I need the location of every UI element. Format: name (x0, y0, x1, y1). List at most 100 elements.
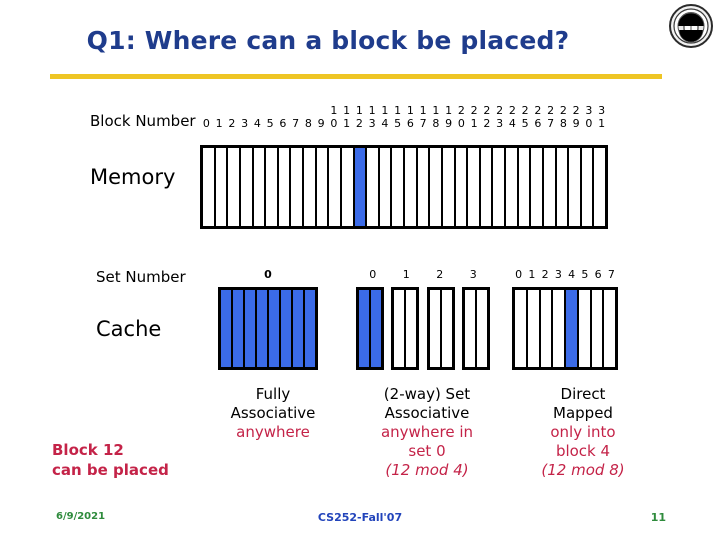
memory-block-cell (556, 148, 568, 226)
block-number-ones-digit: 5 (521, 117, 529, 130)
block-number-tens-digit: 2 (559, 104, 567, 117)
block-placement-callout: Block 12 can be placed (52, 440, 212, 480)
block-number-tens-digit: 2 (521, 104, 529, 117)
block-number-ones-digit: 1 (598, 117, 606, 130)
cache-block-cell (305, 290, 315, 367)
block-number-tens-digit (238, 104, 251, 117)
cache-set-row (356, 287, 490, 370)
memory-block-cell (493, 148, 504, 226)
block-number-ones-digit: 6 (406, 117, 414, 130)
cache-block-cell (406, 290, 417, 367)
block-number-digit: 2 (226, 104, 239, 130)
block-number-ones-digit: 8 (304, 117, 312, 130)
memory-block-cell (594, 148, 605, 226)
caption-body-line: anywhere (236, 423, 310, 441)
block-number-ones-digit: 0 (330, 117, 338, 130)
set-number-value: 6 (594, 268, 602, 281)
block-number-digit: 8 (302, 104, 315, 130)
set-number-value: 2 (436, 268, 444, 281)
cache-block-cell (604, 290, 615, 367)
memory-block-cell (581, 148, 593, 226)
block-number-ones-digit: 7 (419, 117, 427, 130)
block-number-digit: 5 (264, 104, 277, 130)
cache-block-cell (527, 290, 539, 367)
memory-block-cell (379, 148, 391, 226)
block-number-tens-digit (315, 104, 328, 117)
block-number-ones-digit: 0 (202, 117, 210, 130)
block-number-ones-digit: 2 (228, 117, 236, 130)
block-number-ones-digit: 7 (547, 117, 555, 130)
cache-block-cell (476, 290, 487, 367)
block-number-ones-digit: 5 (266, 117, 274, 130)
cache-block-cell (441, 290, 452, 367)
block-number-ones-digit: 6 (279, 117, 287, 130)
block-number-digit: 9 (315, 104, 328, 130)
memory-block-cell (543, 148, 555, 226)
set-number-label: Set Number (96, 268, 186, 286)
block-number-ones-digit: 1 (343, 117, 351, 130)
memory-block-cell (442, 148, 454, 226)
block-number-ones-digit: 2 (355, 117, 363, 130)
block-number-tens-digit: 2 (508, 104, 516, 117)
title-underline-rule (50, 74, 662, 79)
block-number-ones-digit: 8 (432, 117, 440, 130)
memory-block-cell (278, 148, 290, 226)
cache-block-cell (257, 290, 267, 367)
set-number-value: 2 (541, 268, 549, 281)
footer-page-number: 11 (650, 511, 666, 524)
block-number-tens-digit (277, 104, 290, 117)
block-number-ones-digit: 1 (470, 117, 478, 130)
cache-label: Cache (96, 317, 162, 341)
block-number-tens-digit: 1 (394, 104, 402, 117)
cache-set-row (218, 287, 318, 370)
block-number-tens-digit: 1 (381, 104, 389, 117)
cache-block-cell (553, 290, 564, 367)
memory-block-cell (341, 148, 353, 226)
memory-block-cell (569, 148, 580, 226)
cache-block-cell (293, 290, 303, 367)
block-number-ones-digit: 2 (483, 117, 491, 130)
block-number-tens-digit (289, 104, 302, 117)
memory-block-cell (392, 148, 403, 226)
block-number-ones-digit: 1 (215, 117, 223, 130)
block-number-digit: 7 (289, 104, 302, 130)
cache-set (356, 287, 384, 370)
memory-block-cell (329, 148, 340, 226)
block-number-ones-digit: 7 (292, 117, 300, 130)
block-number-ones-digit: 0 (457, 117, 465, 130)
caption-heading-line: (2-way) Set (383, 385, 471, 403)
block-number-label: Block Number (90, 112, 196, 130)
block-number-digit: 4 (251, 104, 264, 130)
cache-block-cell (359, 290, 369, 367)
caption-modulo-line: (12 mod 8) (541, 461, 625, 479)
cache-block-cell (371, 290, 381, 367)
memory-block-cell (468, 148, 479, 226)
cache-set (512, 287, 618, 370)
caption-heading-line: Associative (384, 404, 470, 422)
memory-block-cell (506, 148, 517, 226)
cache-block-cell (394, 290, 405, 367)
block-number-tens-digit (264, 104, 277, 117)
block-number-tens-digit (251, 104, 264, 117)
memory-block-cell (531, 148, 542, 226)
cache-block-cell (566, 290, 577, 367)
block-number-ones-digit: 3 (496, 117, 504, 130)
cache-block-cell (540, 290, 552, 367)
block-number-tens-digit: 1 (355, 104, 363, 117)
block-number-tens-digit: 1 (419, 104, 427, 117)
memory-block-cell (417, 148, 429, 226)
cache-set (391, 287, 420, 370)
